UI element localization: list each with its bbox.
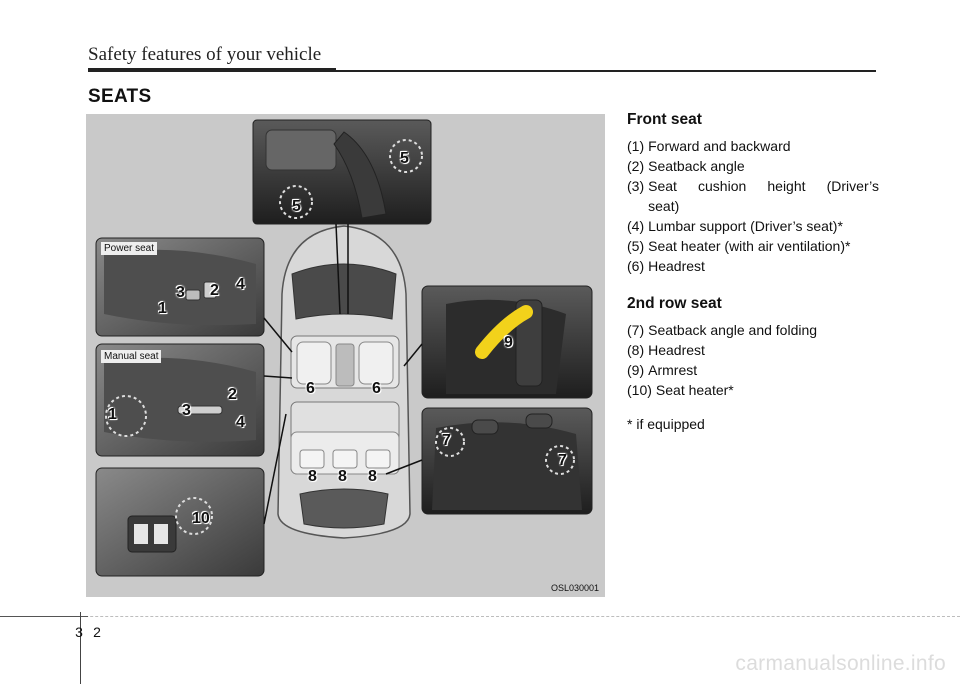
footnote: * if equipped <box>627 416 705 432</box>
section-title: SEATS <box>88 86 152 107</box>
list-item-continued: (3)seat) <box>648 198 680 214</box>
chapter-number: 3 <box>75 624 83 640</box>
console-inset <box>252 119 432 315</box>
callout-5-left: 5 <box>292 198 301 215</box>
list-item: (10)Seat heater* <box>627 382 734 398</box>
front-seat-heading: Front seat <box>627 111 702 128</box>
callout-2-power: 2 <box>210 282 219 299</box>
callout-8-left: 8 <box>308 468 317 485</box>
callout-9: 9 <box>504 334 513 351</box>
page-in-chapter: 2 <box>93 624 101 640</box>
list-item: (1)Forward and backward <box>627 138 791 154</box>
list-item: (4)Lumbar support (Driver’s seat)* <box>627 218 843 234</box>
list-item: (7)Seatback angle and folding <box>627 322 818 338</box>
power-seat-tag: Power seat <box>101 242 158 255</box>
callout-6-left: 6 <box>306 380 315 397</box>
manual-seat-tag: Manual seat <box>101 350 162 363</box>
running-header: Safety features of your vehicle <box>88 44 322 65</box>
seats-illustration: Power seat Manual seat 3 2 4 1 2 3 1 4 5… <box>86 114 605 597</box>
header-rule-thick <box>88 68 336 72</box>
callout-7-right: 7 <box>558 452 567 469</box>
list-item: (8)Headrest <box>627 342 705 358</box>
callout-10: 10 <box>192 510 210 527</box>
callout-1-power: 1 <box>158 300 167 317</box>
footer-rule-left <box>0 616 88 617</box>
seat-legend: Front seat (1)Forward and backward (2)Se… <box>627 110 879 434</box>
header-rule-thin <box>336 70 876 72</box>
page-divider <box>80 612 81 684</box>
callout-6-right: 6 <box>372 380 381 397</box>
callout-7-left: 7 <box>442 432 451 449</box>
second-row-inset <box>385 407 593 515</box>
list-item: (3)Seat cushion height (Driver’s <box>627 178 879 194</box>
list-item: (9)Armrest <box>627 362 698 378</box>
second-row-heading: 2nd row seat <box>627 295 722 312</box>
list-item: (2)Seatback angle <box>627 158 745 174</box>
rear-heater-inset <box>95 413 287 577</box>
power-seat-inset <box>95 237 293 353</box>
callout-4-manual: 4 <box>236 414 245 431</box>
illustration-art <box>95 119 593 577</box>
callout-2-manual: 2 <box>228 386 237 403</box>
footer-rule <box>0 616 960 617</box>
callout-3-power: 3 <box>176 284 185 301</box>
armrest-inset <box>403 285 593 399</box>
manual-seat-inset <box>95 343 293 457</box>
callout-1-manual: 1 <box>108 406 117 423</box>
figure-code: OSL030001 <box>550 583 599 593</box>
callout-8-right: 8 <box>368 468 377 485</box>
list-item: (6)Headrest <box>627 258 705 274</box>
watermark: carmanualsonline.info <box>735 652 946 675</box>
list-item: (5)Seat heater (with air ventilation)* <box>627 238 851 254</box>
callout-5-right: 5 <box>400 150 409 167</box>
callout-4-power: 4 <box>236 276 245 293</box>
callout-3-manual: 3 <box>182 402 191 419</box>
car-top-view <box>277 225 411 539</box>
callout-8-center: 8 <box>338 468 347 485</box>
